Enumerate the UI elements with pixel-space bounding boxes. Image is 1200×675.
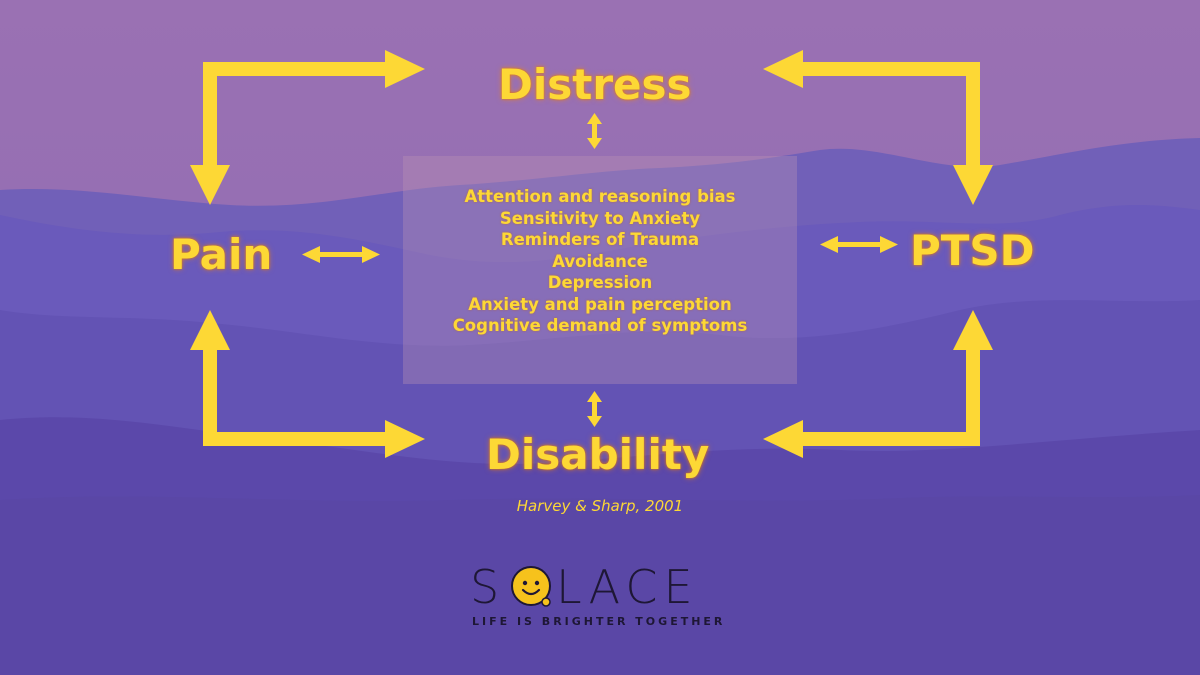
solace-logo: S LACE LIFE IS BRIGHTER TOGETHER [470,560,732,630]
double-arrow-box-ptsd [820,236,898,253]
arrow-pain-disability [190,310,425,458]
arrow-pain-distress [190,50,425,205]
arrow-distress-ptsd [763,50,993,205]
factor-item: Attention and reasoning bias [464,187,736,206]
factor-list: Attention and reasoning bias Sensitivity… [403,186,797,337]
double-arrow-box-disability [587,391,602,427]
logo-text-first: S [470,560,502,614]
factor-box: Attention and reasoning bias Sensitivity… [403,156,797,384]
smiley-bubble-icon [511,566,551,607]
arrow-disability-ptsd [763,310,993,458]
node-distress: Distress [498,60,692,109]
node-pain: Pain [170,230,273,279]
mountain-layer-base [0,495,1200,675]
factor-item: Cognitive demand of symptoms [452,316,748,335]
factor-item: Depression [547,273,653,292]
node-disability: Disability [486,430,710,479]
node-ptsd: PTSD [910,226,1035,275]
factor-item: Reminders of Trauma [500,230,700,249]
citation: Harvey & Sharp, 2001 [516,497,684,515]
logo-text-rest: LACE [556,560,699,614]
factor-item: Sensitivity to Anxiety [499,208,701,228]
factor-item: Avoidance [552,251,648,271]
double-arrow-distress-box [587,113,602,149]
double-arrow-pain-box [302,246,380,263]
logo-tagline: LIFE IS BRIGHTER TOGETHER [472,615,726,628]
factor-item: Anxiety and pain perception [468,294,732,314]
